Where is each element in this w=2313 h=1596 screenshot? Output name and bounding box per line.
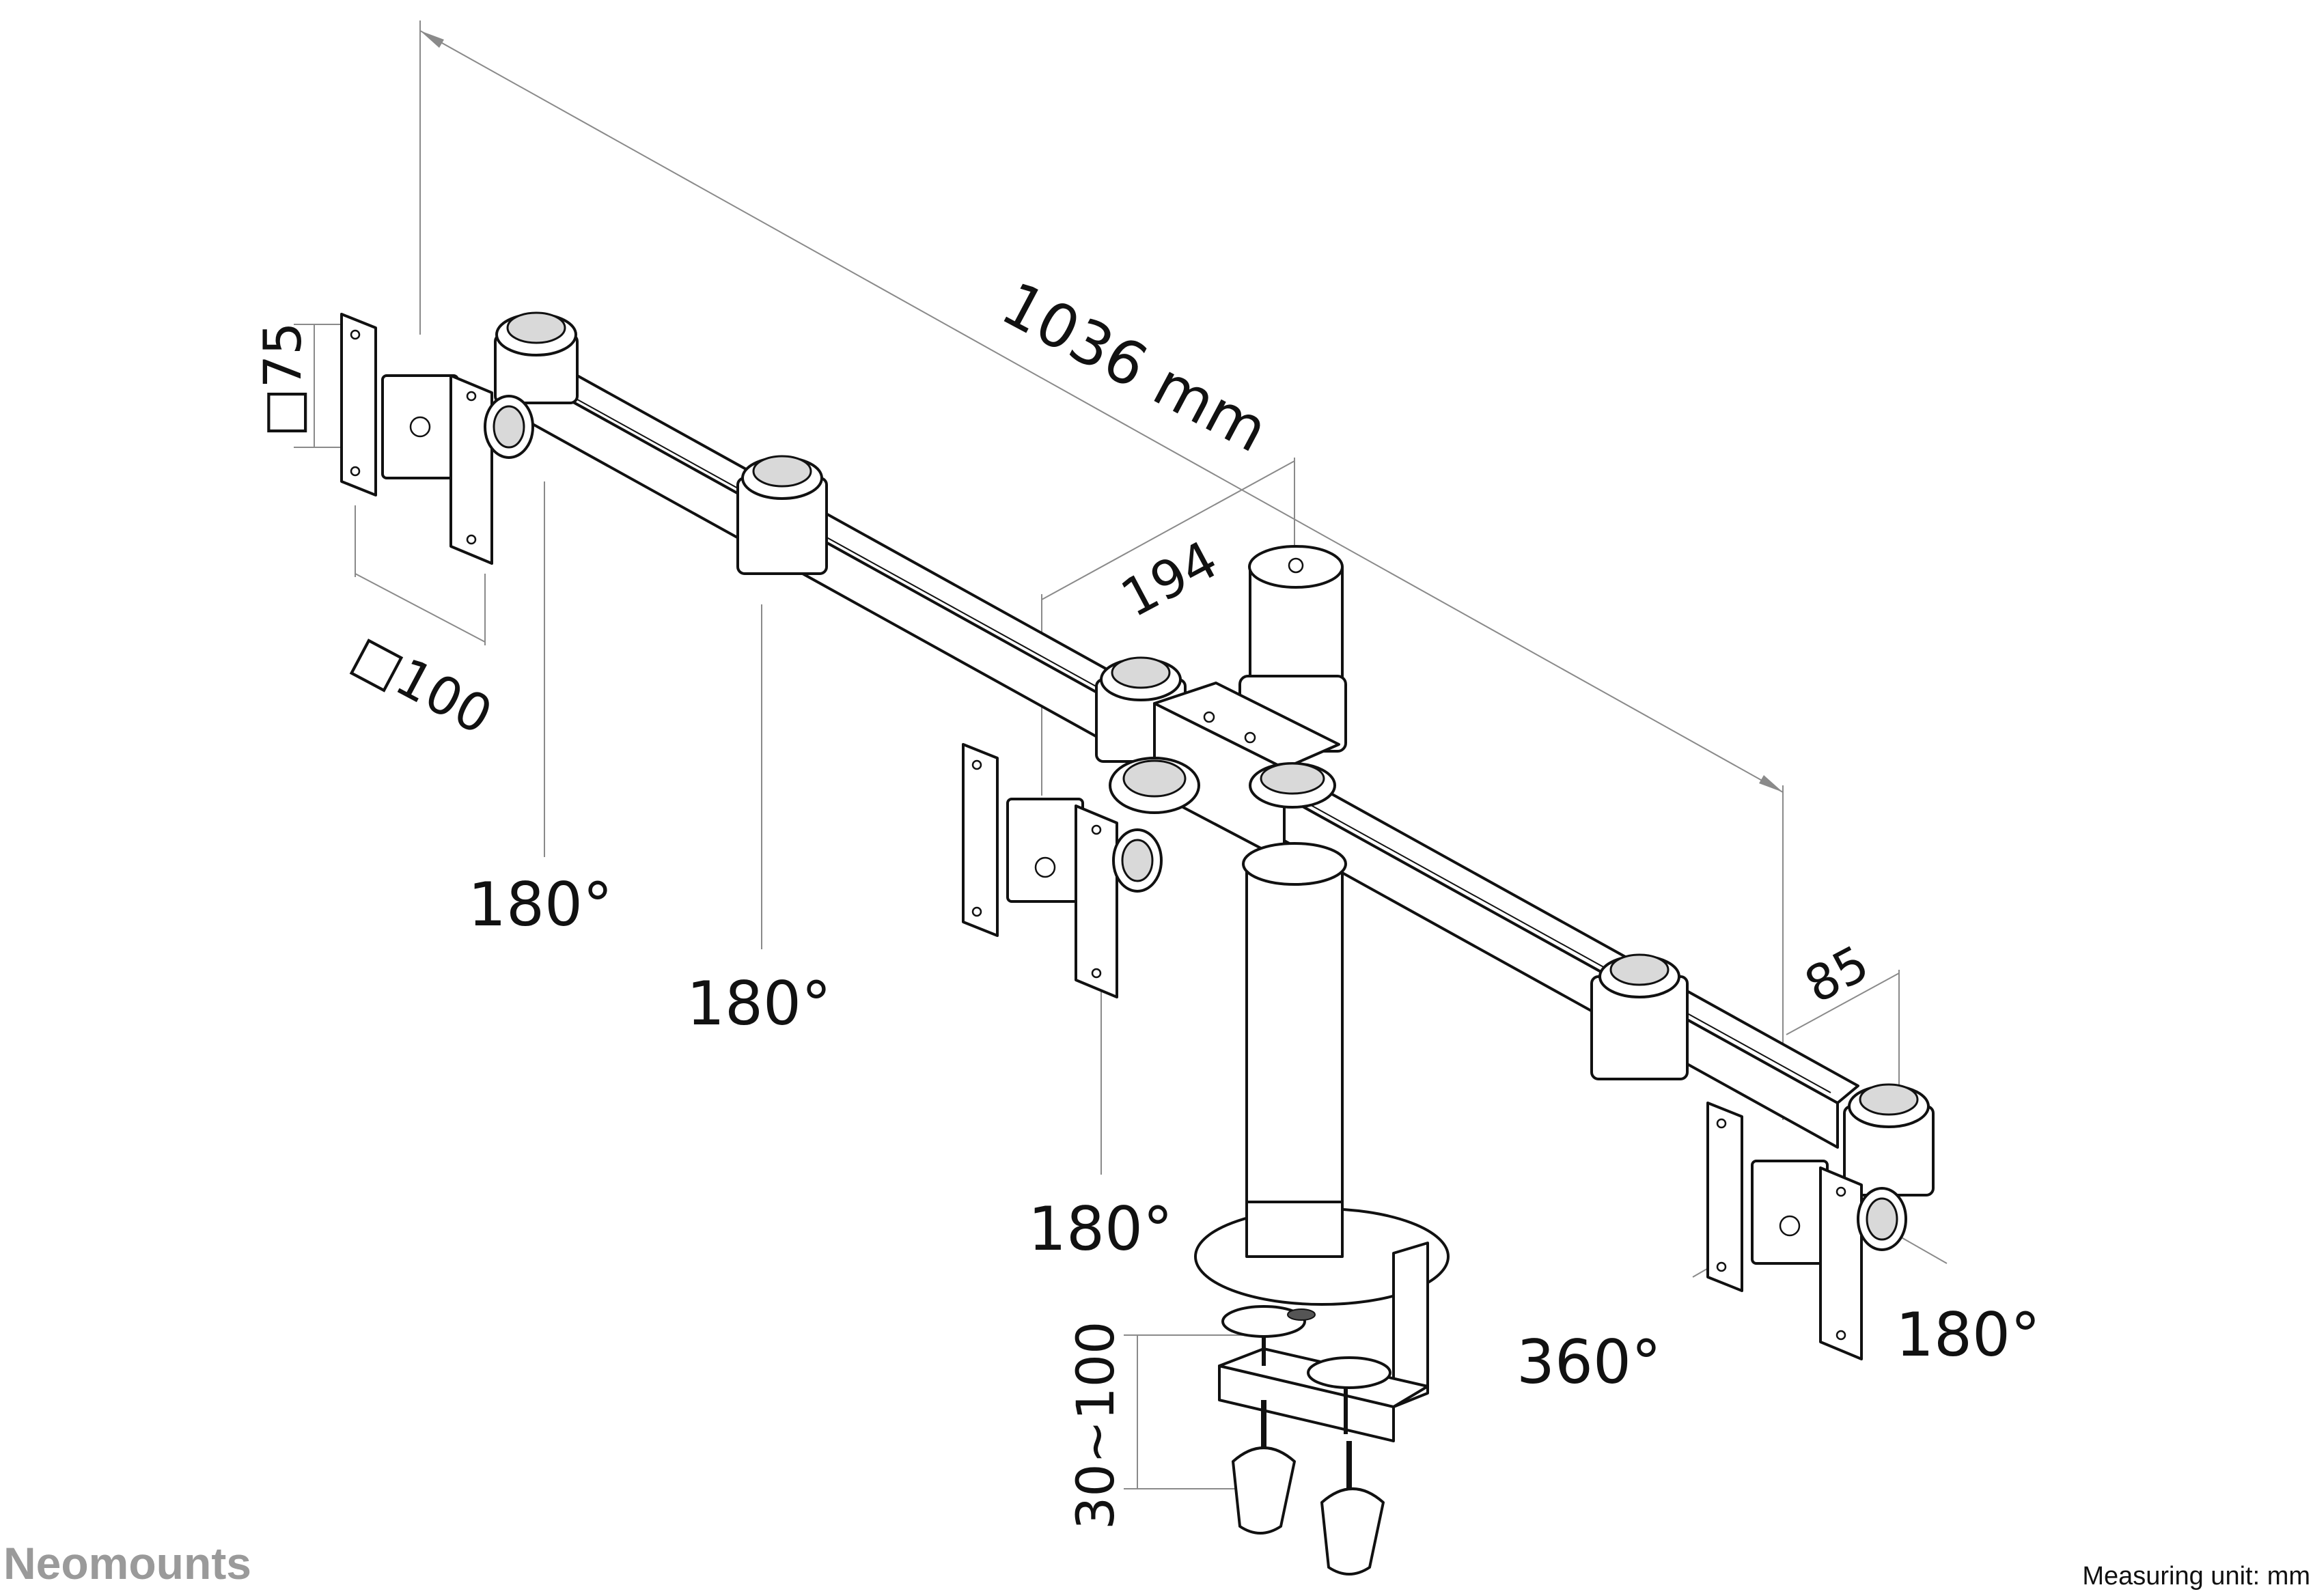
vesa-vertical-label: □75 — [252, 322, 313, 437]
overall-width-label: 1036 mm — [991, 268, 1279, 466]
vesa-plate-center — [962, 743, 1200, 998]
brand-logo: Neomounts — [3, 1538, 251, 1588]
center-pole — [1153, 545, 1347, 1292]
plate-offset-label: 85 — [1796, 934, 1878, 1014]
dimension-leaders — [294, 20, 1948, 1489]
rotation-left-outer: 180° — [468, 869, 613, 940]
desk-thickness-label: 30~100 — [1065, 1321, 1126, 1530]
vesa-horizontal-label: □100 — [343, 623, 502, 746]
vesa-plate-right — [1706, 1102, 1907, 1360]
rotation-right-tilt: 360° — [1516, 1327, 1661, 1397]
measuring-unit-note: Measuring unit: mm — [2082, 1562, 2310, 1591]
rotation-left-inner: 180° — [687, 968, 831, 1039]
beam-clamps — [494, 311, 1935, 1196]
rotation-right-outer: 180° — [1896, 1300, 2040, 1370]
arm-offset-label: 194 — [1111, 529, 1228, 629]
rotation-center: 180° — [1028, 1194, 1173, 1264]
vesa-plate-left — [340, 313, 534, 565]
desk-clamp — [1194, 1201, 1450, 1576]
